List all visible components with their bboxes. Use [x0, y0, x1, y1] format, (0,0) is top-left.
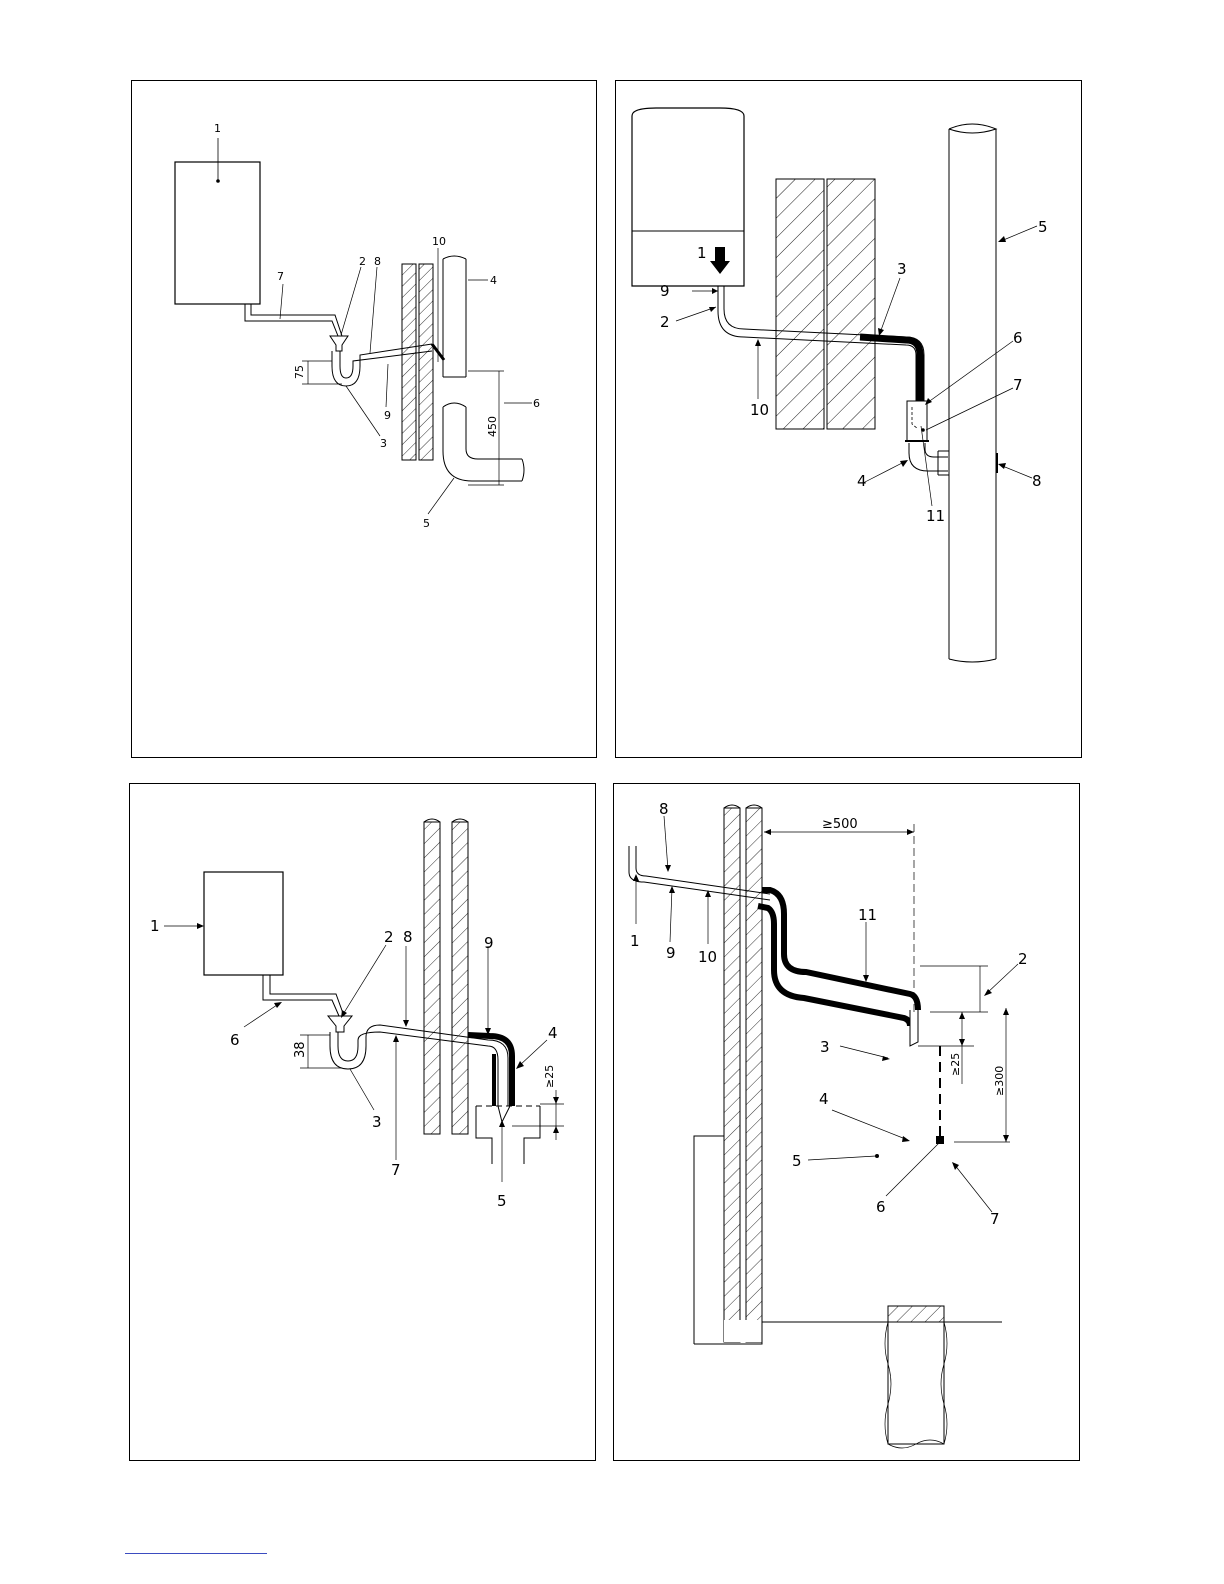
- label-8: 8: [659, 800, 669, 818]
- tundish: [328, 1016, 352, 1032]
- label-9: 9: [666, 944, 676, 962]
- label-9: 9: [484, 934, 494, 952]
- footer-link-underline[interactable]: [125, 1553, 267, 1554]
- label-3: 3: [820, 1038, 830, 1056]
- label-4: 4: [490, 274, 497, 287]
- tundish: [330, 336, 348, 351]
- panel-a-drawing: 75 450 1 2 3 4 5 6 7 8 9 10: [132, 81, 598, 759]
- label-8: 8: [403, 928, 413, 946]
- label-9: 9: [384, 409, 391, 422]
- label-5: 5: [497, 1192, 507, 1210]
- dim-min-25: ≥25: [949, 1053, 962, 1076]
- label-5: 5: [423, 517, 430, 530]
- wall-inner: [746, 808, 762, 1342]
- label-6: 6: [1013, 329, 1023, 347]
- label-6: 6: [230, 1031, 240, 1049]
- label-7: 7: [990, 1210, 1000, 1228]
- label-8: 8: [1032, 472, 1042, 490]
- label-10: 10: [698, 948, 717, 966]
- soakaway-pit: [888, 1322, 944, 1444]
- dim-38: 38: [293, 1041, 308, 1058]
- label-4: 4: [548, 1024, 558, 1042]
- dim-450: 450: [486, 416, 499, 437]
- condensate-drain-pipe: [263, 975, 344, 1016]
- label-9: 9: [660, 282, 670, 300]
- label-1: 1: [214, 122, 221, 135]
- boiler-unit: [204, 872, 283, 975]
- label-1: 1: [150, 917, 160, 935]
- label-11: 11: [926, 507, 945, 525]
- label-8: 8: [374, 255, 381, 268]
- dim-min-300: ≥300: [993, 1066, 1006, 1096]
- dim-min-25: ≥25: [543, 1065, 556, 1088]
- condensate-drain-pipe: [245, 304, 338, 336]
- dim-min-500: ≥500: [822, 817, 858, 832]
- label-2: 2: [1018, 950, 1028, 968]
- wall-inner: [419, 264, 433, 460]
- label-6: 6: [533, 397, 540, 410]
- label-2: 2: [660, 313, 670, 331]
- pipe-insulation: [758, 890, 918, 1026]
- label-4: 4: [857, 472, 867, 490]
- label-4: 4: [819, 1090, 829, 1108]
- label-11: 11: [858, 906, 877, 924]
- external-soil-stack: [949, 129, 996, 659]
- boiler-unit: [175, 162, 260, 304]
- panel-c-drawing: 38 ≥25 1 2 3 4 5 6 7 8 9: [130, 784, 597, 1462]
- panel-b-drawing: 1 2 3 4 5 6 7 8 9 10 11: [616, 81, 1083, 759]
- label-7: 7: [277, 270, 284, 283]
- label-1: 1: [630, 932, 640, 950]
- label-6: 6: [876, 1198, 886, 1216]
- dim-75: 75: [293, 365, 306, 379]
- wall-inner: [452, 822, 468, 1134]
- wall-outer: [776, 179, 824, 429]
- label-5: 5: [792, 1152, 802, 1170]
- label-1: 1: [697, 244, 707, 262]
- gully: [476, 1106, 540, 1164]
- panel-c-condensate-to-gully: 38 ≥25 1 2 3 4 5 6 7 8 9: [129, 783, 596, 1461]
- label-10: 10: [432, 235, 446, 248]
- trap: [332, 344, 432, 386]
- label-10: 10: [750, 401, 769, 419]
- panel-d-condensate-to-soakaway: ≥500 ≥25 ≥300 1: [613, 783, 1080, 1461]
- panel-d-drawing: ≥500 ≥25 ≥300 1: [614, 784, 1081, 1462]
- wall-outer: [424, 822, 440, 1134]
- label-3: 3: [380, 437, 387, 450]
- boiler-unit: [632, 108, 744, 286]
- wall-outer: [402, 264, 416, 460]
- internal-soil-stack: [443, 259, 466, 377]
- panel-a-condensate-to-internal-stack: 75 450 1 2 3 4 5 6 7 8 9 10: [131, 80, 597, 758]
- panel-b-condensate-to-external-stack: 1 2 3 4 5 6 7 8 9 10 11: [615, 80, 1082, 758]
- label-7: 7: [1013, 376, 1023, 394]
- label-2: 2: [384, 928, 394, 946]
- label-7: 7: [391, 1161, 401, 1179]
- label-2: 2: [359, 255, 366, 268]
- label-5: 5: [1038, 218, 1048, 236]
- label-3: 3: [897, 260, 907, 278]
- wall-inner: [827, 179, 875, 429]
- label-3: 3: [372, 1113, 382, 1131]
